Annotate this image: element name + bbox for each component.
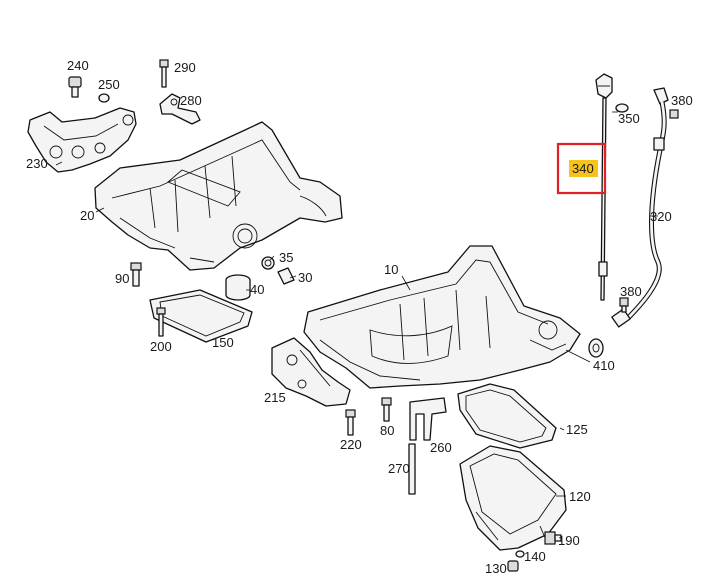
- lever-part-280[interactable]: [159, 93, 201, 125]
- part-label-230[interactable]: 230: [26, 156, 48, 171]
- part-label-290[interactable]: 290: [174, 60, 196, 75]
- part-label-270[interactable]: 270: [388, 461, 410, 476]
- part-label-125[interactable]: 125: [566, 422, 588, 437]
- bolt-part-200[interactable]: [156, 307, 166, 337]
- part-label-10[interactable]: 10: [384, 262, 398, 277]
- gasket-part-125[interactable]: [457, 383, 557, 449]
- bolt-part-90[interactable]: [130, 262, 142, 287]
- part-label-340[interactable]: 340: [572, 161, 594, 176]
- part-label-200[interactable]: 200: [150, 339, 172, 354]
- washer-part-250[interactable]: [98, 93, 110, 103]
- seal-part-410[interactable]: [588, 338, 604, 358]
- part-labels: 240 250 290 280 230 20 90 35 40 30 200 1…: [26, 58, 693, 576]
- part-label-260[interactable]: 260: [430, 440, 452, 455]
- part-label-250[interactable]: 250: [98, 77, 120, 92]
- part-label-40[interactable]: 40: [250, 282, 264, 297]
- bolt-part-220[interactable]: [345, 409, 356, 436]
- part-label-80[interactable]: 80: [380, 423, 394, 438]
- leader-lines: [55, 111, 658, 497]
- part-label-215[interactable]: 215: [264, 390, 286, 405]
- part-label-35[interactable]: 35: [279, 250, 293, 265]
- seal-part-350[interactable]: [615, 103, 629, 113]
- part-label-190[interactable]: 190: [558, 533, 580, 548]
- part-label-150[interactable]: 150: [212, 335, 234, 350]
- cap-part-40[interactable]: [225, 274, 251, 301]
- bracket-part-215[interactable]: [271, 337, 351, 407]
- part-label-220[interactable]: 220: [340, 437, 362, 452]
- mounting-bracket-part-230[interactable]: [27, 107, 137, 173]
- part-label-240[interactable]: 240: [67, 58, 89, 73]
- part-label-90[interactable]: 90: [115, 271, 129, 286]
- bolt-part-380-lower[interactable]: [619, 297, 629, 313]
- bolt-part-380-upper[interactable]: [669, 109, 679, 119]
- guide-tube-part-320[interactable]: [611, 87, 669, 328]
- plug-part-35[interactable]: [261, 256, 275, 270]
- bolt-part-80[interactable]: [381, 397, 392, 422]
- drain-plug-part-130[interactable]: [507, 560, 519, 572]
- upper-oil-pan-part-20[interactable]: [94, 121, 343, 271]
- part-label-320[interactable]: 320: [650, 209, 672, 224]
- bolt-part-240[interactable]: [68, 76, 82, 98]
- part-label-410[interactable]: 410: [593, 358, 615, 373]
- part-label-120[interactable]: 120: [569, 489, 591, 504]
- part-label-280[interactable]: 280: [180, 93, 202, 108]
- part-label-350[interactable]: 350: [618, 111, 640, 126]
- part-label-20[interactable]: 20: [80, 208, 94, 223]
- part-label-130[interactable]: 130: [485, 561, 507, 576]
- lower-oil-pan-part-10[interactable]: [303, 245, 581, 389]
- part-label-380-lower[interactable]: 380: [620, 284, 642, 299]
- highlight-label-background: [569, 160, 598, 177]
- highlight-box: [556, 142, 607, 195]
- part-label-380-upper[interactable]: 380: [671, 93, 693, 108]
- plug-part-30[interactable]: [277, 267, 295, 285]
- part-label-140[interactable]: 140: [524, 549, 546, 564]
- bracket-part-260[interactable]: [409, 397, 447, 441]
- highlight-part-340[interactable]: [556, 142, 607, 195]
- bolt-part-290[interactable]: [159, 59, 169, 88]
- part-label-30[interactable]: 30: [298, 270, 312, 285]
- stud-part-270[interactable]: [408, 443, 416, 495]
- washer-part-140[interactable]: [515, 550, 525, 558]
- bolt-part-190[interactable]: [544, 531, 562, 545]
